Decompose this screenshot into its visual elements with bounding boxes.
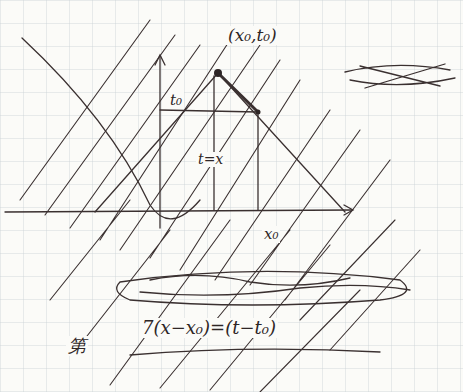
point [256, 110, 261, 115]
helper-line [257, 112, 258, 210]
point [214, 69, 222, 77]
x-axis [5, 210, 352, 212]
scribble-oval [117, 271, 407, 305]
handwritten-note: 第 [66, 336, 88, 356]
crossed-out-text [345, 64, 455, 88]
helper-line [213, 76, 214, 210]
slope-line [218, 73, 345, 212]
strike-line [130, 349, 380, 355]
axis-value: x₀ [262, 226, 280, 243]
helper-line [160, 110, 258, 112]
segment [218, 73, 258, 112]
scribble-strokes [20, 20, 420, 392]
crossed-out-text [140, 275, 410, 295]
point-coordinate: (x₀,t₀) [226, 26, 279, 45]
curve [22, 38, 200, 219]
x-axis-arrow [344, 205, 353, 215]
equation: 7(x−x₀)=(t−t₀) [140, 318, 278, 338]
slope-line [95, 73, 218, 212]
y-axis [159, 56, 160, 228]
axis-value: t₀ [168, 92, 184, 109]
equation-note: t=x [196, 152, 225, 167]
